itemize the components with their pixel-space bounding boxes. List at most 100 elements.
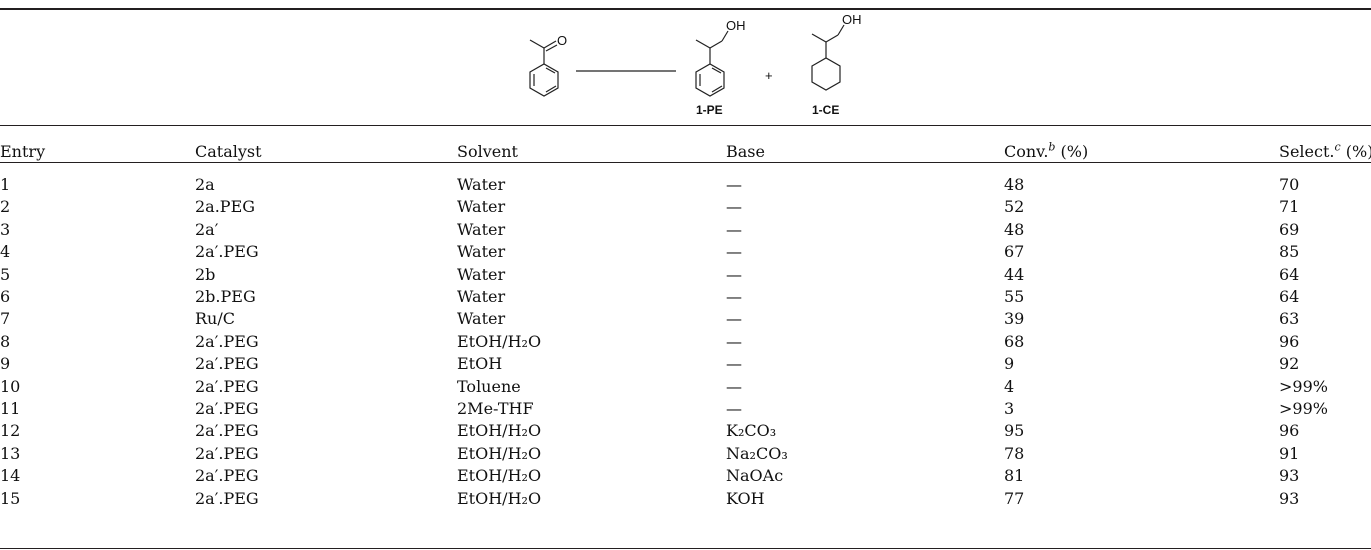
cell-catalyst: 2a.PEG — [195, 197, 256, 217]
header-base: Base — [726, 141, 765, 161]
table-row: 15 2a′.PEG EtOH/H₂O KOH 77 93 — [0, 488, 1371, 510]
product-label-pe: 1-PE — [696, 103, 723, 117]
reaction-scheme: O OH + OH 1-PE 1-CE — [529, 12, 862, 117]
cell-select: 85 — [1279, 242, 1300, 262]
footnote-c: c — [1334, 140, 1341, 154]
cell-conv: 3 — [1004, 399, 1015, 419]
header-top-rule — [0, 125, 1371, 126]
cell-conv: 44 — [1004, 264, 1025, 284]
cyclohexylethanol-structure — [811, 24, 845, 91]
cell-select: 69 — [1279, 219, 1300, 239]
results-table: Entry Catalyst Solvent Base Conv.b (%) S… — [0, 130, 1371, 510]
cell-entry: 12 — [0, 421, 21, 441]
cell-catalyst: 2a′.PEG — [195, 242, 259, 262]
header-conversion: Conv.b (%) — [1004, 140, 1089, 161]
cell-catalyst: 2b — [195, 264, 216, 284]
cell-catalyst: 2a′.PEG — [195, 376, 259, 396]
cell-conv: 48 — [1004, 175, 1025, 194]
acetophenone-structure — [529, 39, 559, 97]
table-top-rule — [0, 8, 1371, 10]
cell-entry: 2 — [0, 197, 11, 217]
cell-solvent: Water — [457, 242, 506, 262]
cell-catalyst: 2a′.PEG — [195, 488, 259, 508]
cell-select: 70 — [1279, 175, 1300, 194]
cell-catalyst: Ru/C — [195, 309, 235, 329]
cell-conv: 95 — [1004, 421, 1025, 441]
cell-select: 91 — [1279, 443, 1300, 463]
footnote-b: b — [1048, 140, 1056, 154]
header-selectivity: Select.c (%) — [1279, 140, 1371, 161]
cell-conv: 78 — [1004, 443, 1025, 463]
header-solvent: Solvent — [457, 141, 518, 161]
hydroxyl-label-ce: OH — [842, 12, 862, 27]
cell-base: — — [726, 399, 742, 419]
cell-solvent: 2Me-THF — [457, 399, 534, 419]
header-row: Entry Catalyst Solvent Base Conv.b (%) S… — [0, 130, 1371, 168]
product-label-ce: 1-CE — [812, 103, 839, 117]
cell-solvent: EtOH/H₂O — [457, 466, 542, 486]
cell-catalyst: 2a′.PEG — [195, 421, 259, 441]
oxygen-label: O — [557, 33, 567, 48]
cell-select: 93 — [1279, 488, 1300, 508]
cell-entry: 8 — [0, 331, 11, 351]
cell-solvent: Toluene — [457, 376, 521, 396]
cell-solvent: Water — [457, 264, 506, 284]
cell-entry: 5 — [0, 264, 11, 284]
cell-entry: 9 — [0, 354, 11, 374]
cell-conv: 48 — [1004, 219, 1025, 239]
plus-sign: + — [765, 68, 773, 83]
cell-entry: 13 — [0, 443, 21, 463]
cell-base: Na₂CO₃ — [726, 443, 788, 463]
cell-entry: 6 — [0, 287, 11, 307]
cell-solvent: EtOH/H₂O — [457, 421, 542, 441]
cell-select: >99% — [1279, 399, 1328, 419]
header-catalyst: Catalyst — [195, 141, 262, 161]
cell-select: 93 — [1279, 466, 1300, 486]
phenylethanol-structure — [695, 30, 729, 97]
hydroxyl-label-pe: OH — [726, 18, 746, 33]
cell-entry: 3 — [0, 219, 11, 239]
table-row: 13 2a′.PEG EtOH/H₂O Na₂CO₃ 78 91 — [0, 443, 1371, 465]
cell-conv: 9 — [1004, 354, 1015, 374]
cell-solvent: EtOH/H₂O — [457, 443, 542, 463]
cell-conv: 67 — [1004, 242, 1025, 262]
cell-base: — — [726, 331, 742, 351]
cell-base: — — [726, 354, 742, 374]
cell-entry: 15 — [0, 488, 21, 508]
cell-base: KOH — [726, 488, 765, 508]
cell-solvent: Water — [457, 309, 506, 329]
cell-solvent: EtOH/H₂O — [457, 331, 542, 351]
cell-catalyst: 2a — [195, 175, 215, 194]
cell-catalyst: 2a′.PEG — [195, 331, 259, 351]
cell-select: 63 — [1279, 309, 1300, 329]
cell-catalyst: 2b.PEG — [195, 287, 256, 307]
cell-select: 64 — [1279, 287, 1300, 307]
cell-catalyst: 2a′.PEG — [195, 443, 259, 463]
cell-base: — — [726, 309, 742, 329]
table-bottom-rule — [0, 548, 1371, 549]
cell-base: NaOAc — [726, 466, 784, 486]
cell-base: — — [726, 219, 742, 239]
header-bottom-rule — [0, 162, 1371, 163]
cell-solvent: EtOH/H₂O — [457, 488, 542, 508]
cell-solvent: Water — [457, 175, 506, 194]
cell-conv: 77 — [1004, 488, 1025, 508]
cell-conv: 4 — [1004, 376, 1015, 396]
cell-select: >99% — [1279, 376, 1328, 396]
cell-conv: 68 — [1004, 331, 1025, 351]
cell-entry: 1 — [0, 175, 11, 194]
cell-select: 71 — [1279, 197, 1300, 217]
cell-catalyst: 2a′.PEG — [195, 466, 259, 486]
cell-entry: 10 — [0, 376, 21, 396]
cell-catalyst: 2a′.PEG — [195, 399, 259, 419]
cell-base: — — [726, 287, 742, 307]
